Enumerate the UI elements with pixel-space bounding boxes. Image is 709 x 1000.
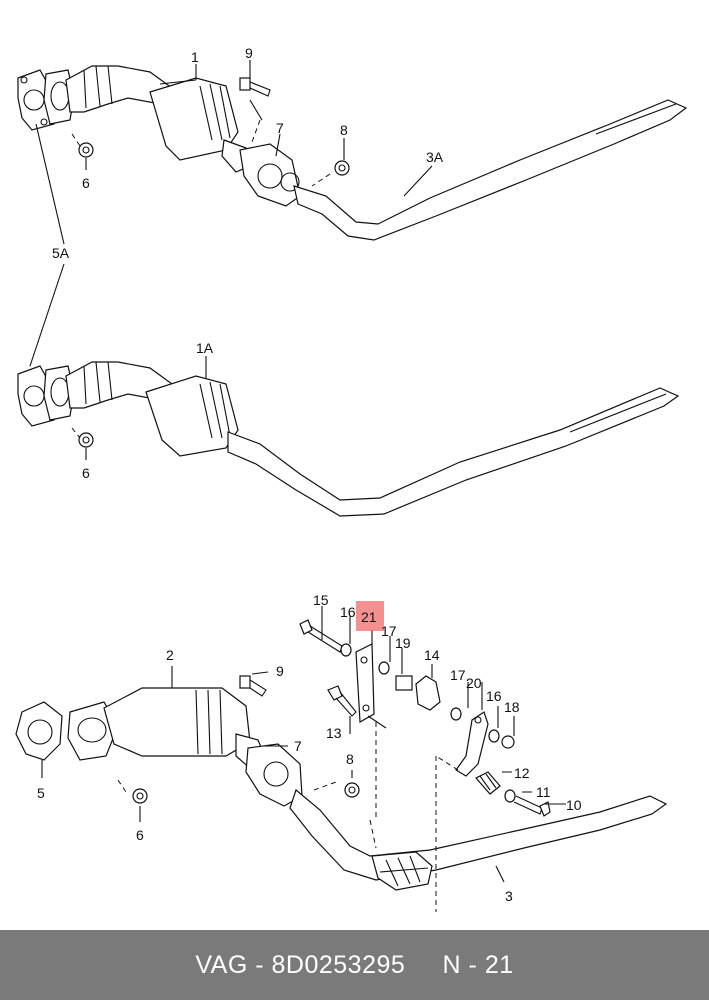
bush-14 bbox=[415, 675, 441, 711]
label-12: 12 bbox=[514, 765, 530, 781]
label-20: 20 bbox=[466, 675, 482, 691]
part-footer: VAG - 8D0253295 N - 21 bbox=[0, 930, 709, 1000]
mesh-section bbox=[371, 851, 433, 891]
converter-2 bbox=[103, 687, 251, 757]
assembly-middle bbox=[17, 356, 680, 517]
label-10: 10 bbox=[566, 797, 582, 813]
bracket-20 bbox=[455, 711, 489, 777]
label-6-bottom: 6 bbox=[136, 827, 144, 843]
label-9-bottom: 9 bbox=[276, 663, 284, 679]
footer-gap bbox=[405, 951, 442, 980]
label-17-top: 17 bbox=[381, 623, 397, 639]
label-3a: 3A bbox=[426, 149, 444, 165]
bolt-10 bbox=[513, 795, 543, 815]
gasket-5 bbox=[15, 701, 63, 761]
label-6-top: 6 bbox=[82, 175, 90, 191]
exhaust-parts-diagram: 1 9 7 8 3A 6 5A 1A 6 15 16 21 17 19 14 2… bbox=[15, 45, 688, 912]
spacer-19 bbox=[395, 675, 413, 691]
tail-pipe-3 bbox=[289, 788, 668, 881]
tail-pipe-3a bbox=[293, 99, 688, 241]
label-1: 1 bbox=[191, 49, 199, 65]
label-16-bottom: 16 bbox=[486, 688, 502, 704]
label-19: 19 bbox=[395, 635, 411, 651]
label-14: 14 bbox=[424, 647, 440, 663]
label-3: 3 bbox=[505, 888, 513, 904]
label-7-top: 7 bbox=[276, 120, 284, 136]
converter-top bbox=[149, 77, 239, 161]
label-8-bottom: 8 bbox=[346, 751, 354, 767]
spring-12 bbox=[475, 771, 501, 795]
washer-17a bbox=[378, 661, 390, 675]
washer-17b bbox=[450, 707, 462, 721]
label-21: 21 bbox=[361, 609, 377, 625]
label-8-top: 8 bbox=[340, 122, 348, 138]
bracket-21 bbox=[355, 643, 375, 724]
mount-hardware bbox=[299, 606, 566, 912]
assembly-top bbox=[17, 60, 688, 241]
label-13: 13 bbox=[326, 725, 342, 741]
tail-pipe-1a bbox=[227, 387, 680, 517]
footer-part-number: 8D0253295 bbox=[271, 950, 406, 979]
label-18: 18 bbox=[504, 699, 520, 715]
label-5: 5 bbox=[37, 785, 45, 801]
washer-11 bbox=[504, 789, 516, 803]
label-16-top: 16 bbox=[340, 604, 356, 620]
label-5a: 5A bbox=[52, 245, 70, 261]
label-17-bottom: 17 bbox=[450, 667, 466, 683]
washer-16a bbox=[340, 643, 352, 657]
washer-16b bbox=[488, 729, 500, 743]
assembly-bottom bbox=[15, 666, 668, 891]
flange-bottom bbox=[67, 701, 119, 761]
highlight-21 bbox=[356, 601, 384, 631]
footer-reference: N - 21 bbox=[442, 950, 514, 979]
footer-brand: VAG bbox=[195, 950, 248, 979]
label-1a: 1A bbox=[196, 340, 214, 356]
bolt-13 bbox=[327, 685, 343, 701]
converter-middle bbox=[145, 375, 239, 457]
label-9-top: 9 bbox=[245, 45, 253, 61]
clamp-flange-top bbox=[239, 143, 301, 207]
label-2: 2 bbox=[166, 647, 174, 663]
label-7-bottom: 7 bbox=[294, 738, 302, 754]
label-6-middle: 6 bbox=[82, 465, 90, 481]
label-11: 11 bbox=[536, 784, 551, 800]
bolt-15 bbox=[299, 619, 313, 635]
label-15: 15 bbox=[313, 592, 329, 608]
footer-separator: - bbox=[247, 950, 272, 979]
nut-18 bbox=[501, 735, 515, 749]
